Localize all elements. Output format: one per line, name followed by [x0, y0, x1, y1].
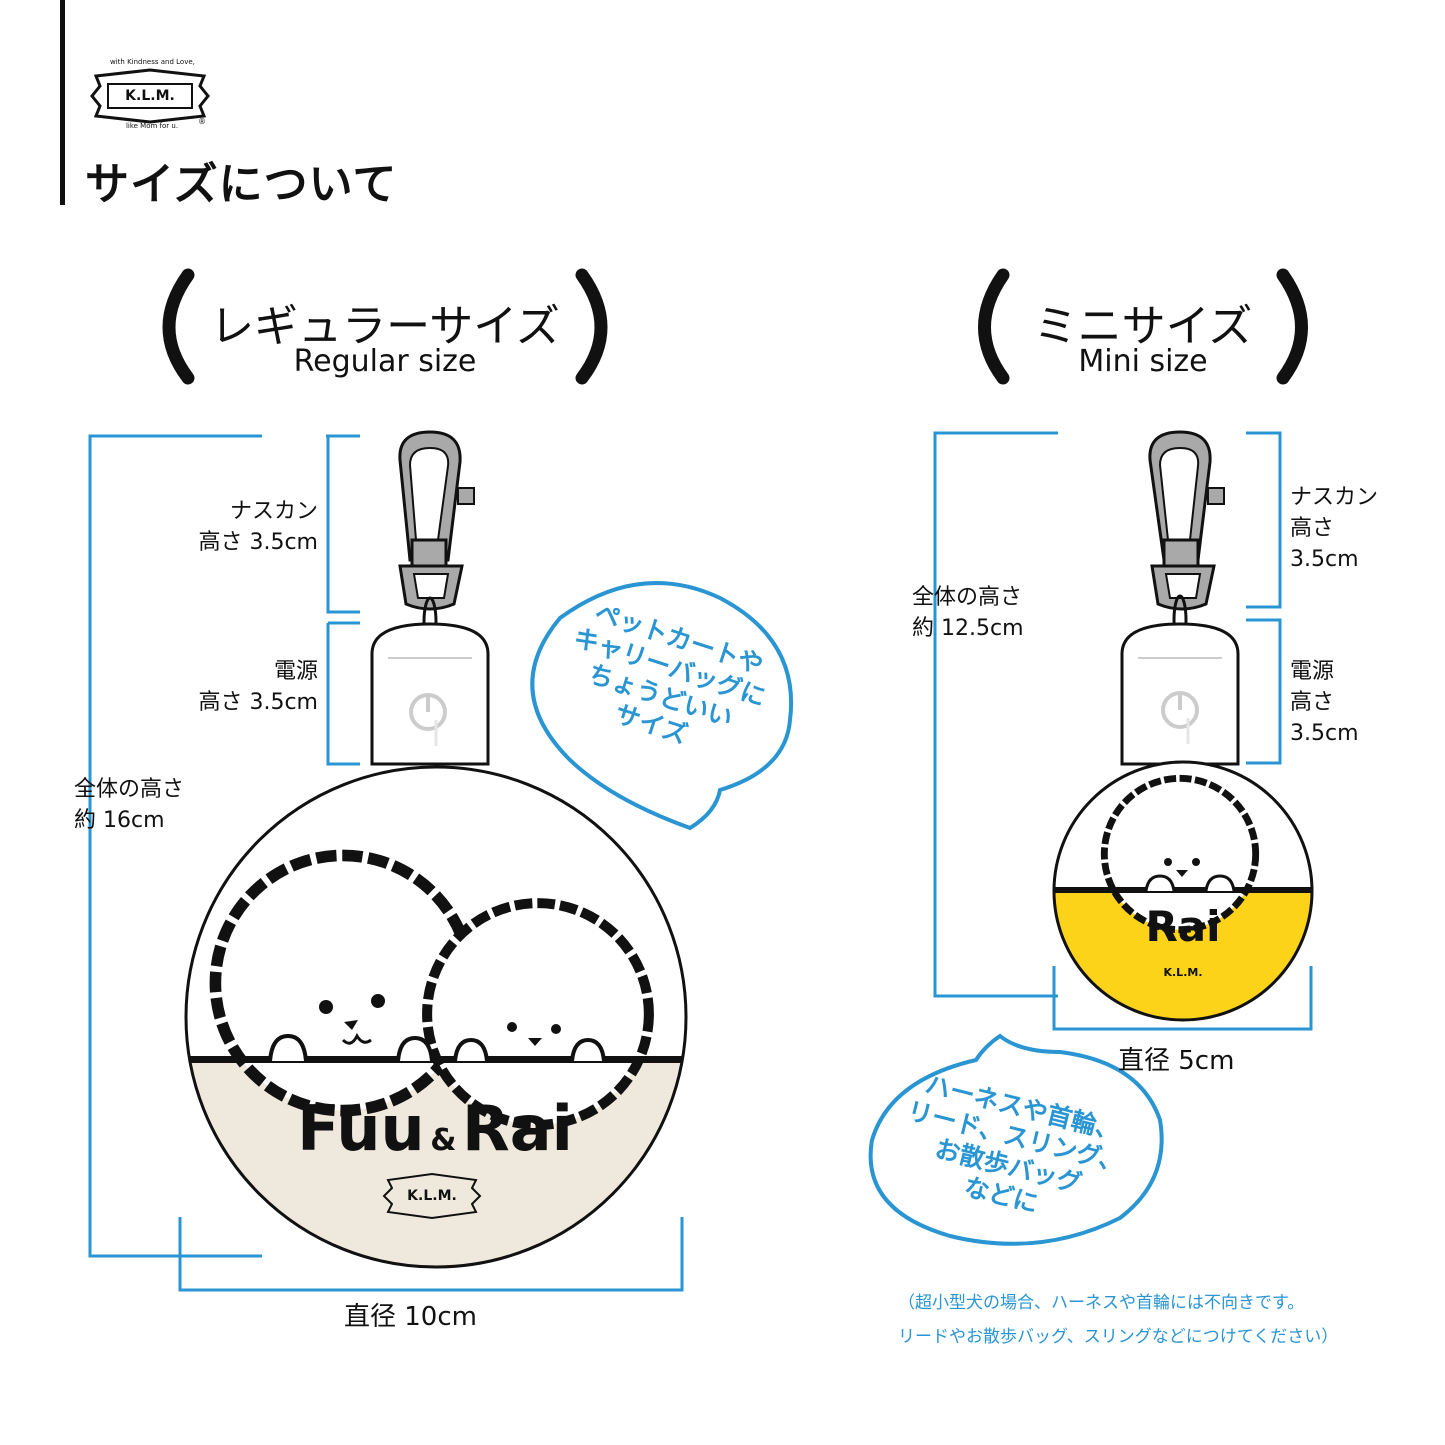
mini-diameter-label: 直径 5cm [1118, 1046, 1235, 1076]
usage-notes: （超小型犬の場合、ハーネスや首輪には不向きです。 リードやお散歩バッグ、スリング… [898, 1293, 1339, 1347]
regular-tag-name: Fuu & Rai [297, 1092, 573, 1165]
mini-total-label: 全体の高さ 約 12.5cm [912, 585, 1024, 641]
mini-heading-brackets [978, 268, 1308, 385]
mini-power-module [1120, 622, 1240, 766]
page-title: サイズについて [85, 159, 398, 210]
regular-power-label: 電源 高さ 3.5cm [198, 659, 318, 715]
regular-clasp-label: ナスカン 高さ 3.5cm [198, 499, 318, 555]
mini-power-label: 電源 高さ 3.5cm [1290, 659, 1359, 746]
regular-total-label: 全体の高さ 約 16cm [74, 777, 185, 833]
regular-diameter-label: 直径 10cm [344, 1302, 477, 1332]
regular-power-module [370, 622, 490, 766]
logo-tagline-top: with Kindness and Love, [110, 58, 195, 66]
mini-heading-jp: ミニサイズ [1033, 301, 1253, 352]
regular-heading-en: Regular size [293, 344, 477, 379]
mini-speech-bubble [868, 1033, 1164, 1246]
regular-dimension-lines [88, 434, 684, 1292]
regular-heading-brackets [162, 268, 608, 385]
mini-dimension-lines [933, 431, 1313, 1031]
mini-tag-name: Rai [1145, 902, 1221, 951]
registered-mark: ® [198, 117, 206, 126]
title-accent-bar [60, 0, 65, 205]
logo-text: K.L.M. [125, 88, 175, 104]
regular-heading-jp: レギュラーサイズ [210, 301, 560, 352]
mini-tag [1052, 760, 1314, 1022]
mini-tag-brand: K.L.M. [1163, 966, 1203, 979]
logo-tagline-bottom: like Mom for u. [125, 122, 179, 130]
klm-logo [90, 68, 210, 124]
mini-clasp [1148, 430, 1225, 646]
regular-speech-bubble [530, 581, 794, 831]
regular-clasp [398, 430, 475, 648]
mini-heading-en: Mini size [1078, 344, 1208, 379]
regular-tag-logo-text: K.L.M. [407, 1188, 457, 1204]
mini-clasp-label: ナスカン 高さ 3.5cm [1290, 485, 1379, 572]
